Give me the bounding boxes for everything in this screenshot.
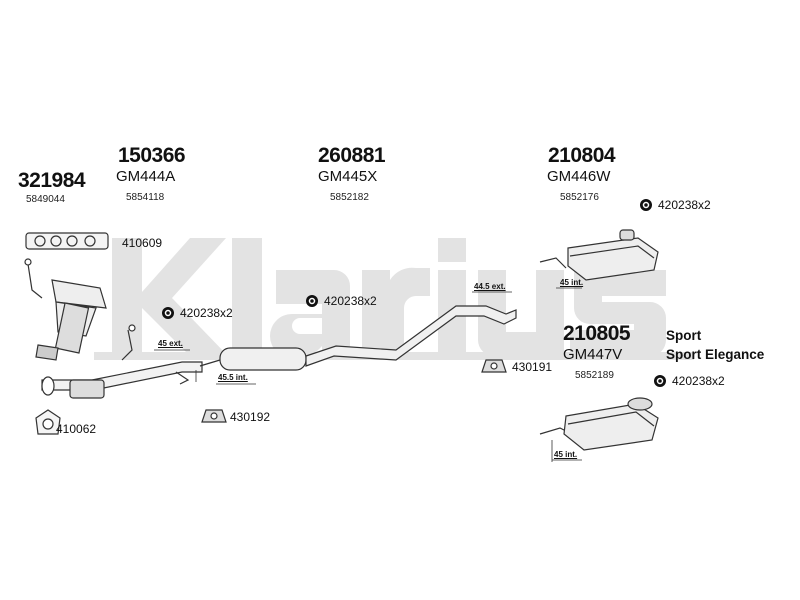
fitting-410609: 410609 bbox=[122, 236, 163, 250]
gasket-410062-drawing bbox=[35, 409, 61, 435]
fitting-410062: 410062 bbox=[56, 422, 97, 436]
rubber-mount-430192-drawing bbox=[201, 409, 227, 423]
rubber-mount-430191-drawing bbox=[481, 359, 507, 373]
clamp-icons bbox=[162, 199, 666, 387]
part-number-210805: 210805 bbox=[563, 322, 631, 345]
front-pipe-drawing bbox=[41, 324, 203, 399]
watermark-logo bbox=[94, 238, 694, 360]
part-number-260881: 260881 bbox=[318, 144, 386, 167]
gasket-410609-drawing bbox=[25, 232, 109, 250]
dimension-44-5-ext: 44.5 ext. bbox=[474, 282, 506, 291]
oe-number-5854118: 5854118 bbox=[126, 192, 165, 203]
fitting-420238x2-left: 420238x2 bbox=[180, 306, 233, 320]
dimension-45-int-upper: 45 int. bbox=[560, 278, 584, 287]
fitting-430191: 430191 bbox=[512, 360, 553, 374]
part-code-GM445X: GM445X bbox=[318, 168, 378, 185]
part-number-321984: 321984 bbox=[18, 169, 86, 192]
dimension-leaders bbox=[154, 287, 582, 462]
oe-number-5852189: 5852189 bbox=[575, 370, 614, 381]
fitting-420238x2-middle: 420238x2 bbox=[324, 294, 377, 308]
fitting-420238x2-top-right: 420238x2 bbox=[658, 198, 711, 212]
fitting-420238x2-bottom-right: 420238x2 bbox=[672, 374, 725, 388]
part-number-210804: 210804 bbox=[548, 144, 616, 167]
centre-silencer-drawing bbox=[199, 305, 517, 371]
oe-number-5849044: 5849044 bbox=[26, 194, 65, 205]
variant-sport-elegance: Sport Elegance bbox=[666, 347, 765, 362]
part-number-150366: 150366 bbox=[118, 144, 186, 167]
oe-number-5852182: 5852182 bbox=[330, 192, 369, 203]
fitting-430192: 430192 bbox=[230, 410, 271, 424]
part-code-GM446W: GM446W bbox=[547, 168, 611, 185]
part-code-GM444A: GM444A bbox=[116, 168, 176, 185]
part-code-GM447V: GM447V bbox=[563, 346, 623, 363]
variant-sport: Sport bbox=[666, 328, 702, 343]
rear-silencer-210805-drawing bbox=[539, 397, 659, 451]
dimension-45-ext: 45 ext. bbox=[158, 339, 183, 348]
rear-silencer-210804-drawing bbox=[539, 229, 659, 281]
oe-number-5852176: 5852176 bbox=[560, 192, 599, 203]
dimension-45-int-lower: 45 int. bbox=[554, 450, 578, 459]
manifold-catalyst-drawing bbox=[24, 258, 107, 361]
dimension-45-5-int: 45.5 int. bbox=[218, 373, 248, 382]
